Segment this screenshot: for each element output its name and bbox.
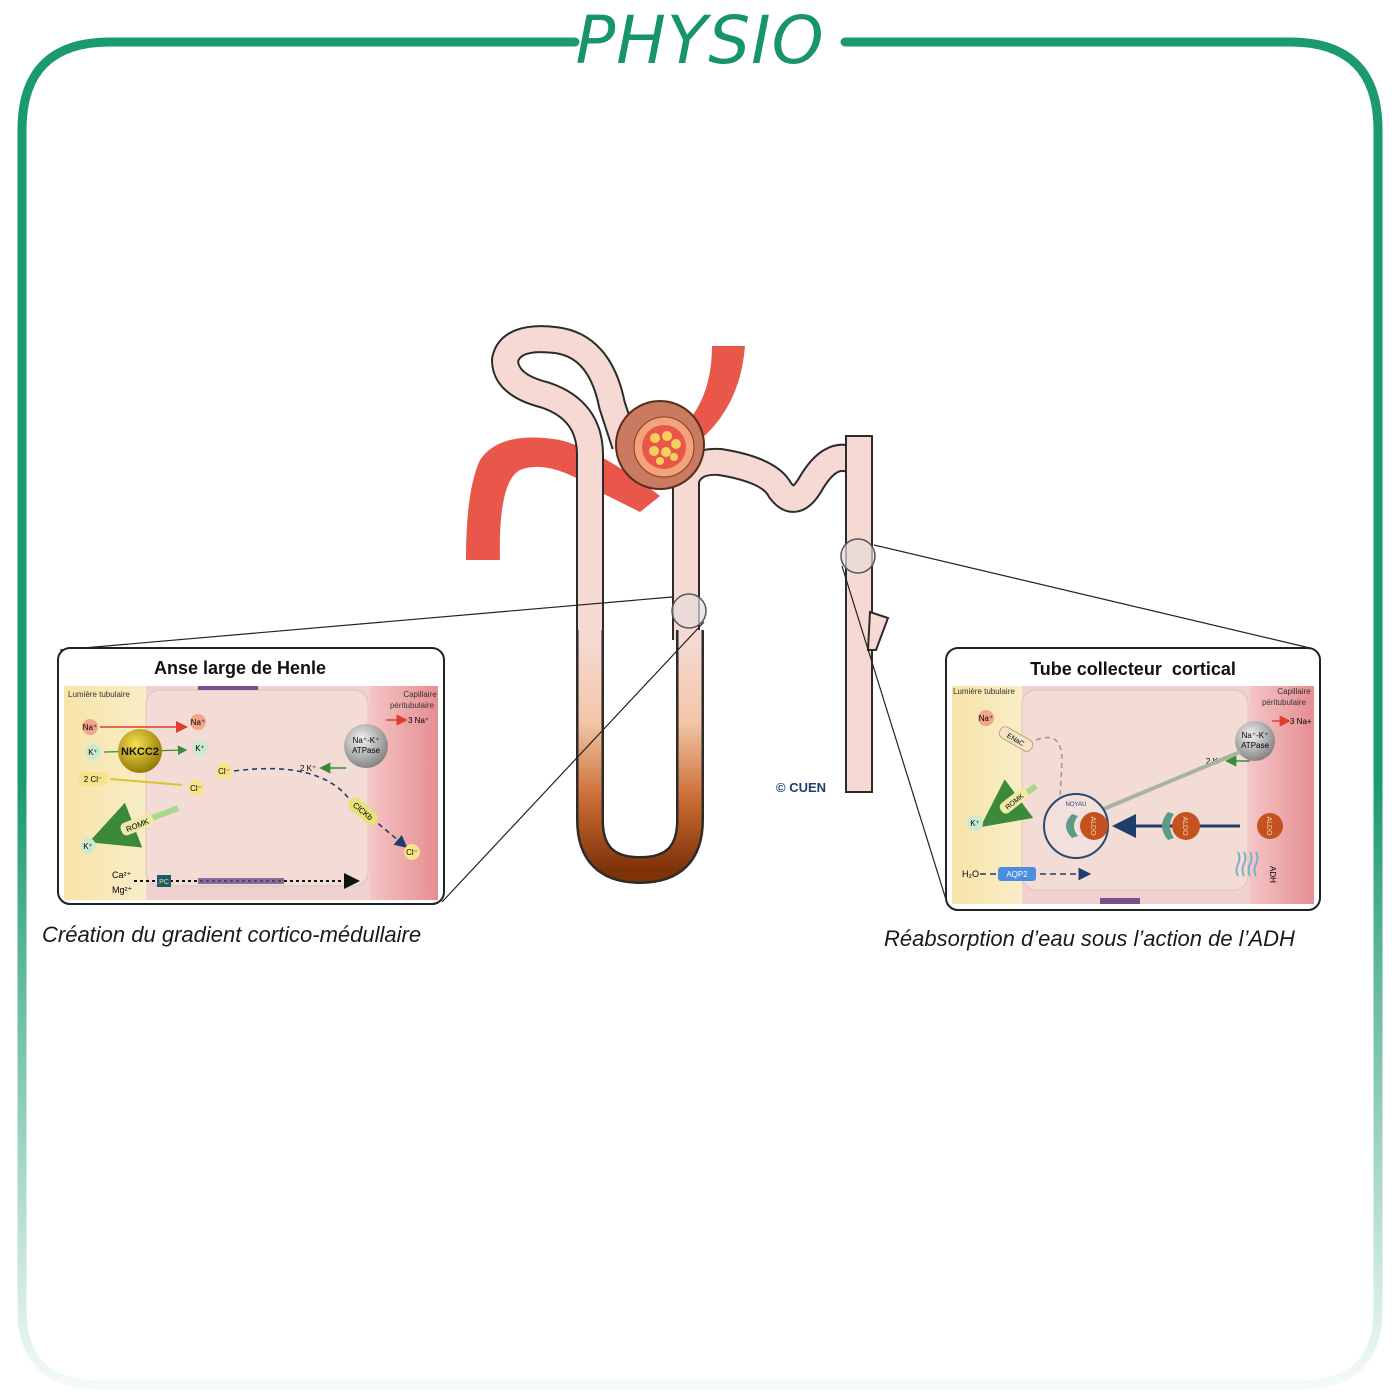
svg-text:Capillaire: Capillaire — [403, 690, 437, 699]
caption-left: Création du gradient cortico-médullaire — [42, 922, 422, 947]
na-k-atpase-pump — [344, 724, 388, 768]
svg-text:ALDO: ALDO — [1265, 816, 1272, 836]
svg-text:Na⁺-K⁺: Na⁺-K⁺ — [353, 736, 380, 745]
svg-text:NOYAU: NOYAU — [1066, 802, 1087, 808]
page-title: PHYSIO — [575, 2, 825, 79]
svg-text:ALDO: ALDO — [1089, 816, 1096, 836]
svg-text:Mg²⁺: Mg²⁺ — [112, 885, 132, 895]
svg-text:ATPase: ATPase — [1241, 741, 1269, 750]
copyright-credit: © CUEN — [776, 780, 826, 795]
svg-text:Lumière tubulaire: Lumière tubulaire — [68, 690, 130, 699]
nkcc2-transporter — [118, 729, 162, 773]
svg-text:AQP2: AQP2 — [1006, 870, 1028, 879]
svg-text:3 Na+: 3 Na+ — [1290, 717, 1312, 726]
caption-right: Réabsorption d’eau sous l’action de l’AD… — [884, 926, 1295, 951]
svg-text:Cl⁻: Cl⁻ — [190, 784, 202, 793]
svg-text:H₂O: H₂O — [962, 869, 979, 879]
panel-henle-heading: Anse large de Henle — [154, 658, 326, 678]
na-k-atpase-pump — [1235, 721, 1275, 761]
svg-text:Na⁺: Na⁺ — [83, 723, 97, 732]
svg-text:K⁺: K⁺ — [88, 748, 98, 757]
efferent-arteriole — [466, 437, 660, 560]
svg-text:Lumière tubulaire: Lumière tubulaire — [953, 687, 1015, 696]
svg-text:Ca²⁺: Ca²⁺ — [112, 870, 132, 880]
svg-text:2 Cl⁻: 2 Cl⁻ — [84, 775, 102, 784]
svg-text:Cl⁻: Cl⁻ — [406, 848, 418, 857]
panel-collecting-heading: Tube collecteur cortical — [1030, 659, 1236, 679]
zoom-circle-henle — [671, 593, 707, 629]
svg-text:Cl⁻: Cl⁻ — [218, 767, 230, 776]
svg-text:ADH: ADH — [1268, 866, 1277, 883]
svg-text:K⁺: K⁺ — [970, 819, 980, 828]
collecting-duct — [845, 435, 890, 793]
panel-collecting-duct: Tube collecteur cortical Lumière tubulai… — [945, 647, 1321, 911]
svg-text:PC: PC — [159, 879, 169, 886]
loop-of-henle — [576, 630, 704, 885]
svg-text:Na⁺-K⁺: Na⁺-K⁺ — [1242, 731, 1269, 740]
svg-text:péritubulaire: péritubulaire — [390, 701, 435, 710]
svg-text:péritubulaire: péritubulaire — [1262, 698, 1307, 707]
svg-text:ALDO: ALDO — [1181, 816, 1188, 836]
svg-text:Na⁺: Na⁺ — [979, 714, 993, 723]
svg-text:K⁺: K⁺ — [195, 744, 205, 753]
svg-text:2 K⁺: 2 K⁺ — [300, 764, 316, 773]
zoom-circle-collecting — [840, 538, 876, 574]
svg-text:Na⁺: Na⁺ — [191, 718, 205, 727]
glomerulus — [615, 400, 705, 490]
svg-text:Capillaire: Capillaire — [1277, 687, 1311, 696]
svg-text:K⁺: K⁺ — [83, 842, 93, 851]
svg-text:ATPase: ATPase — [352, 746, 380, 755]
svg-text:3 Na⁺: 3 Na⁺ — [408, 716, 429, 725]
svg-text:NKCC2: NKCC2 — [121, 746, 159, 758]
panel-henle: Anse large de Henle Lumière tubulaire Ca… — [57, 647, 445, 905]
